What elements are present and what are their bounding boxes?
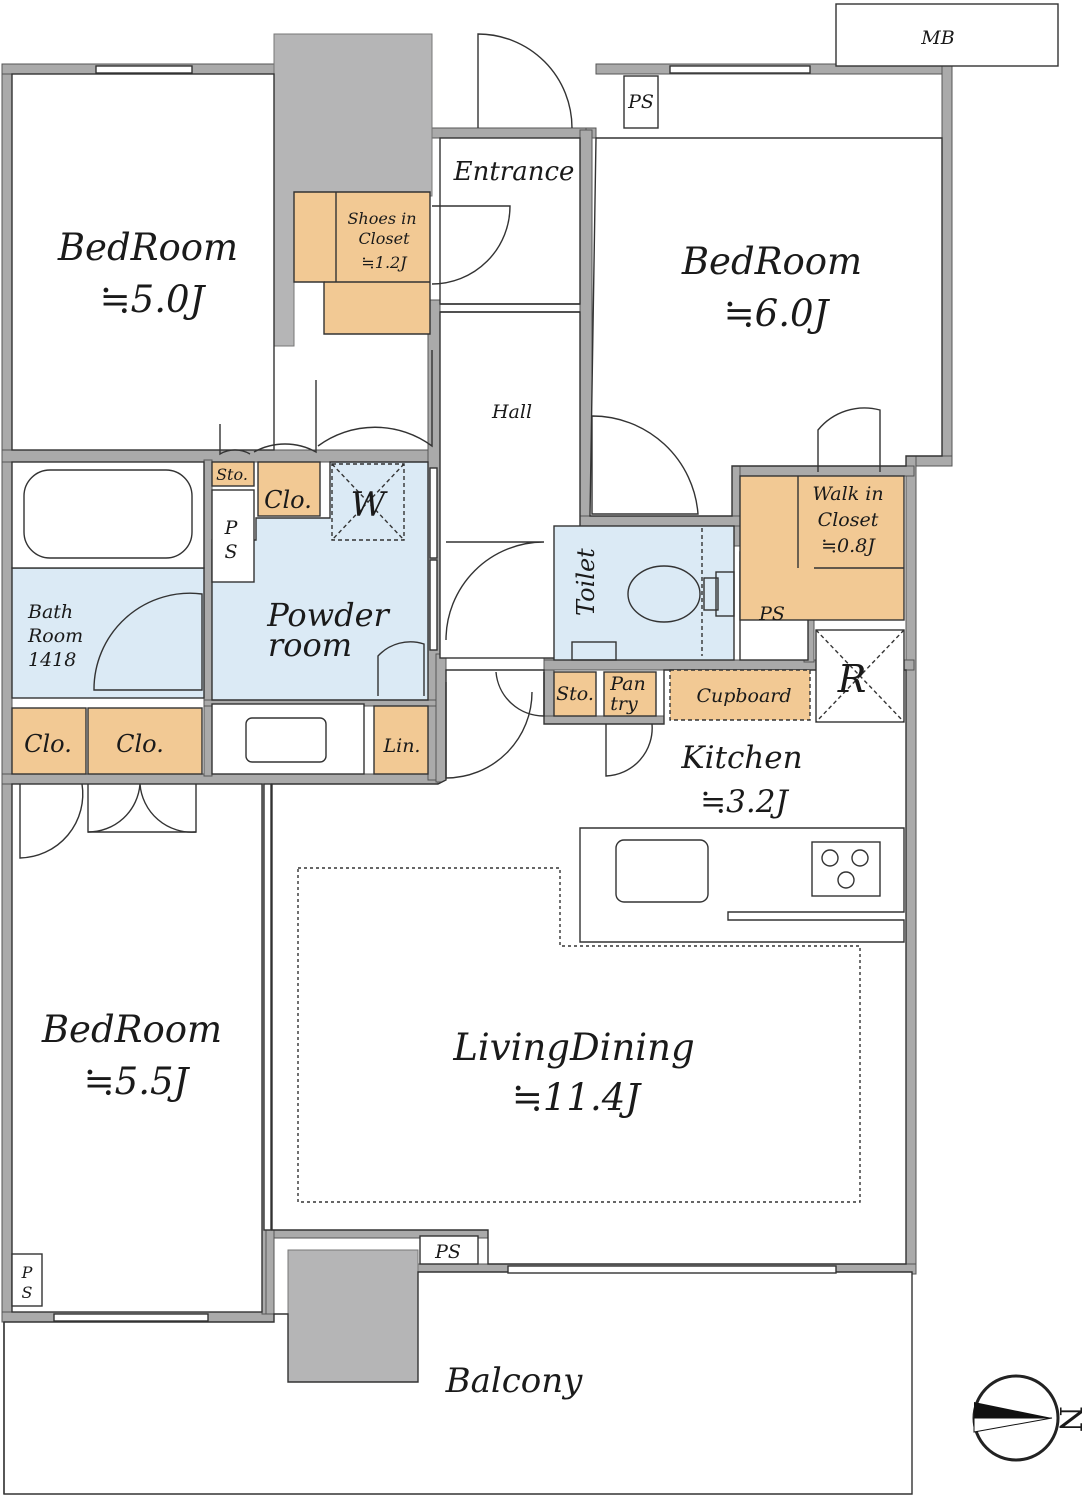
room-floors <box>3 73 943 1495</box>
clo-powder <box>257 461 321 517</box>
clo-1-label: Clo. <box>24 730 72 758</box>
bath-label-3: 1418 <box>28 649 76 671</box>
vanity-area <box>211 703 365 775</box>
clo-2-label: Clo. <box>116 730 164 758</box>
bathtub <box>23 469 193 559</box>
kitchen-area: ≒3.2J <box>700 784 789 820</box>
bedroom-sw-area: ≒5.5J <box>84 1060 191 1103</box>
doors <box>19 33 881 859</box>
ps-bath-box <box>211 489 255 583</box>
windows <box>53 65 837 1322</box>
kitchen-counter <box>579 827 905 943</box>
shoes-door <box>431 205 511 285</box>
walk-in-closet <box>739 475 905 621</box>
ps-bath-label-2: S <box>224 541 237 563</box>
bath-label-1: Bath <box>27 601 73 623</box>
washer-pan <box>331 463 405 541</box>
ps-bl-box <box>11 1253 43 1307</box>
balcony-floor <box>3 1271 913 1495</box>
sto-kitchen <box>553 671 597 717</box>
balcony-label: Balcony <box>445 1361 584 1401</box>
kitchen-sink <box>615 839 709 903</box>
wet-areas <box>11 461 735 701</box>
fridge-label: R <box>837 657 867 701</box>
entrance-label: Entrance <box>453 157 575 187</box>
washer-label: W <box>351 485 389 525</box>
bedroom-ne-area: ≒6.0J <box>724 292 831 335</box>
clo-1 <box>11 707 87 775</box>
bedroom-nw-area: ≒5.0J <box>100 278 207 321</box>
shoes-label-2: Closet <box>358 229 410 248</box>
bedroom-ne-floor <box>589 137 943 517</box>
lin <box>373 705 429 775</box>
shoes-closet <box>293 191 431 335</box>
ps-top-label: PS <box>627 91 654 113</box>
bedroom-nw-name: BedRoom <box>57 226 238 269</box>
walkin-door <box>817 407 881 472</box>
ps-top-box <box>623 75 659 129</box>
bath-door <box>93 592 203 691</box>
bedroom-ne-door <box>591 415 699 515</box>
bedroom-nw-floor <box>11 73 275 451</box>
walkin-label-3: ≒0.8J <box>821 535 876 557</box>
powder-label-2: room <box>268 626 352 664</box>
living-name: LivingDining <box>452 1026 694 1069</box>
fixtures <box>3 303 905 1494</box>
clo-2 <box>87 707 203 775</box>
entrance-door <box>477 33 573 129</box>
toilet-bowl <box>627 565 701 623</box>
bath-room-floor <box>11 567 205 699</box>
ps-living-box <box>419 1235 479 1265</box>
clo-powder-label: Clo. <box>264 486 312 514</box>
living-floor <box>271 669 907 1265</box>
compass-north-label: N <box>1052 1406 1086 1432</box>
bath-label-2: Room <box>27 625 83 647</box>
bedroom-nw-door <box>317 350 433 448</box>
walkin-label-2: Closet <box>818 509 879 531</box>
shoes-label-1: Shoes in <box>347 209 416 228</box>
shoes-label-3: ≒1.2J <box>361 253 408 272</box>
cupboard-label: Cupboard <box>696 685 791 707</box>
hall-label: Hall <box>491 401 532 423</box>
walkin-label-1: Walk in <box>812 483 883 505</box>
bathtub-area <box>11 461 205 569</box>
lin-label: Lin. <box>383 735 421 757</box>
bedroom-sw-floor <box>11 783 263 1313</box>
sink <box>245 717 327 763</box>
entrance-floor <box>439 137 581 305</box>
ps-bl-label-2: S <box>22 1283 33 1302</box>
lin-door <box>377 641 425 696</box>
sto-kitchen-label: Sto. <box>556 683 594 705</box>
ps-living-label: PS <box>434 1241 461 1263</box>
closet-door <box>253 380 317 454</box>
bedroom-sw-name: BedRoom <box>41 1008 222 1051</box>
living-rug <box>297 867 861 1203</box>
toilet-label: Toilet <box>572 548 600 616</box>
storage-areas <box>11 191 905 775</box>
pantry-label-1: Pan <box>609 673 646 695</box>
kitchen-name: Kitchen <box>680 740 802 776</box>
labels: BedRoom ≒5.0J BedRoom ≒6.0J BedRoom ≒5.5… <box>21 27 1086 1432</box>
cupboard <box>669 669 811 721</box>
mb-label: MB <box>920 27 954 49</box>
powder-label-1: Powder <box>266 596 390 634</box>
sto-top <box>211 461 255 487</box>
ps-kitchen-label: PS <box>758 603 785 625</box>
mb-box <box>835 3 1059 67</box>
living-area: ≒11.4J <box>512 1076 642 1119</box>
pantry <box>603 671 657 717</box>
sto-top-label: Sto. <box>216 465 248 484</box>
pantry-label-2: try <box>610 693 638 715</box>
cooktop <box>811 841 881 897</box>
compass-icon <box>972 1374 1060 1462</box>
powder-room-floor <box>211 461 429 701</box>
bedroom-ne-name: BedRoom <box>681 240 862 283</box>
ps-bath-label-1: P <box>224 517 239 539</box>
ps-bl-label-1: P <box>21 1263 33 1282</box>
